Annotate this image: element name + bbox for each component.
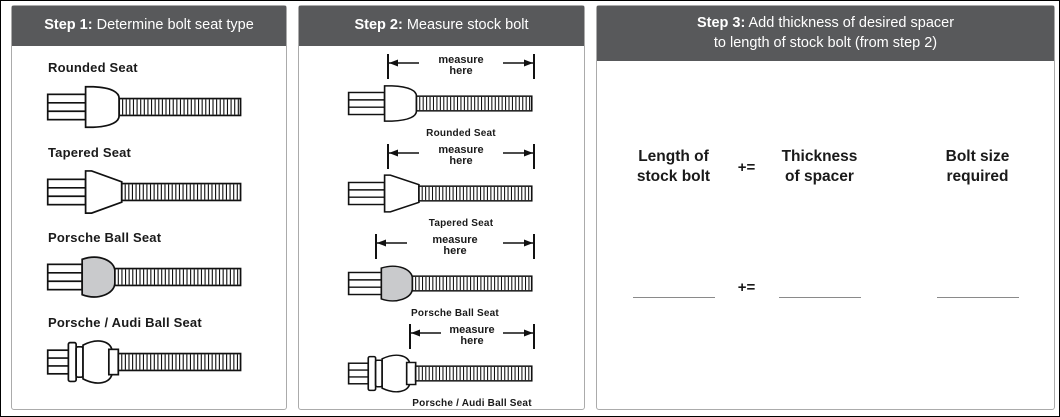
column-bolt-size-required: Bolt size required [922, 147, 1034, 187]
step3-header-text: Add thickness of desired spacer [745, 15, 955, 31]
step1-row-porsche: Porsche Ball Seat [46, 230, 286, 304]
measure-here-label: measure here [438, 144, 483, 168]
bolt-label-rounded: Rounded Seat [426, 127, 496, 139]
blank-line-thickness [778, 279, 861, 299]
measure-left-arrow-icon [387, 53, 421, 84]
blank-line-length [632, 279, 715, 299]
measure-here-label: measure here [449, 324, 494, 348]
rounded-seat-bolt-illustration [347, 80, 584, 127]
col3-line2: required [946, 168, 1009, 186]
measure-word: measure [449, 323, 495, 336]
step2-panel: Step 2: Measure stock bolt measure here … [298, 5, 585, 410]
step1-row-porsche-audi: Porsche / Audi Ball Seat [46, 315, 286, 389]
bolt-label-tapered: Tapered Seat [428, 217, 494, 229]
step2-header-bold: Step 2: [354, 17, 403, 33]
col1-line2: stock bolt [636, 168, 711, 186]
blank-thickness-cell [764, 279, 876, 299]
step1-panel: Step 1: Determine bolt seat type Rounded… [11, 5, 287, 410]
measure-word: measure [432, 233, 478, 246]
plus-equals-operator: += [737, 279, 756, 297]
step3-fill-in-row: += [597, 279, 1054, 299]
col2-line2: of spacer [785, 168, 854, 186]
tapered-seat-bolt-illustration [46, 165, 286, 219]
measure-word: measure [438, 53, 484, 66]
bolt-label-porsche-audi: Porsche / Audi Ball Seat [48, 314, 202, 330]
measure-annotation: measure here [409, 323, 535, 349]
measure-right-arrow-icon [501, 53, 535, 84]
step3-header: Step 3: Add thickness of desired spacer … [597, 6, 1054, 62]
porsche-ball-seat-bolt-illustration [347, 260, 584, 307]
here-word: here [449, 65, 473, 78]
blank-bolt-size-cell [922, 279, 1034, 299]
col3-line1: Bolt size [945, 148, 1010, 166]
step2-header-text: Measure stock bolt [402, 17, 529, 33]
step1-header: Step 1: Determine bolt seat type [12, 6, 286, 46]
blank-length-cell [618, 279, 730, 299]
step1-header-bold: Step 1: [44, 17, 93, 33]
bolt-label-tapered: Tapered Seat [48, 144, 132, 160]
step1-row-rounded: Rounded Seat [46, 60, 286, 134]
measure-right-arrow-icon [501, 143, 535, 174]
step2-row-rounded: measure here Rounded Seat [347, 53, 584, 139]
step2-body: measure here Rounded Seat measure here [299, 46, 584, 409]
here-word: here [449, 155, 473, 168]
measure-right-arrow-icon [501, 323, 535, 354]
col2-line1: Thickness [781, 148, 858, 166]
measure-right-arrow-icon [501, 233, 535, 264]
rounded-seat-bolt-illustration [46, 80, 286, 134]
porsche-audi-ball-seat-bolt-illustration [347, 350, 584, 397]
porsche-audi-ball-seat-bolt-illustration [46, 335, 286, 389]
step2-header: Step 2: Measure stock bolt [299, 6, 584, 46]
step3-header-line2: to length of stock bolt (from step 2) [713, 34, 938, 51]
step3-header-bold: Step 3: [696, 15, 746, 31]
column-thickness-of-spacer: Thickness of spacer [764, 147, 876, 187]
here-word: here [443, 245, 467, 258]
measure-left-arrow-icon [375, 233, 409, 264]
step3-column-headers: Length of stock bolt += Thickness of spa… [597, 147, 1054, 187]
step2-row-tapered: measure here Tapered Seat [347, 143, 584, 229]
measure-annotation: measure here [375, 233, 535, 259]
step3-header-line1: Step 3: Add thickness of desired spacer [603, 14, 1048, 34]
step1-header-text: Determine bolt seat type [92, 17, 254, 33]
bolt-label-porsche: Porsche Ball Seat [48, 229, 162, 245]
step1-body: Rounded Seat Tapered Seat Porsche Ball S… [12, 46, 286, 389]
bolt-label-porsche: Porsche Ball Seat [411, 307, 499, 319]
measure-here-label: measure here [432, 234, 477, 258]
measure-annotation: measure here [387, 143, 535, 169]
porsche-ball-seat-bolt-illustration [46, 250, 286, 304]
column-length-of-stock-bolt: Length of stock bolt [618, 147, 730, 187]
tapered-seat-bolt-illustration [347, 170, 584, 217]
step2-row-porsche: measure here Porsche Ball Seat [347, 233, 584, 319]
measure-annotation: measure here [387, 53, 535, 79]
blank-line-bolt-size [936, 279, 1019, 299]
measure-word: measure [438, 143, 484, 156]
here-word: here [460, 335, 484, 348]
measure-here-label: measure here [438, 54, 483, 78]
bolt-label-porsche-audi: Porsche / Audi Ball Seat [412, 397, 532, 409]
step2-row-porsche-audi: measure here Porsche / Audi Ball Seat [347, 323, 584, 409]
measure-left-arrow-icon [409, 323, 443, 354]
measure-left-arrow-icon [387, 143, 421, 174]
plus-equals-operator: += [737, 158, 756, 176]
bolt-label-rounded: Rounded Seat [48, 59, 138, 75]
step3-panel: Step 3: Add thickness of desired spacer … [596, 5, 1055, 410]
col1-line1: Length of [638, 148, 709, 166]
step1-row-tapered: Tapered Seat [46, 145, 286, 219]
